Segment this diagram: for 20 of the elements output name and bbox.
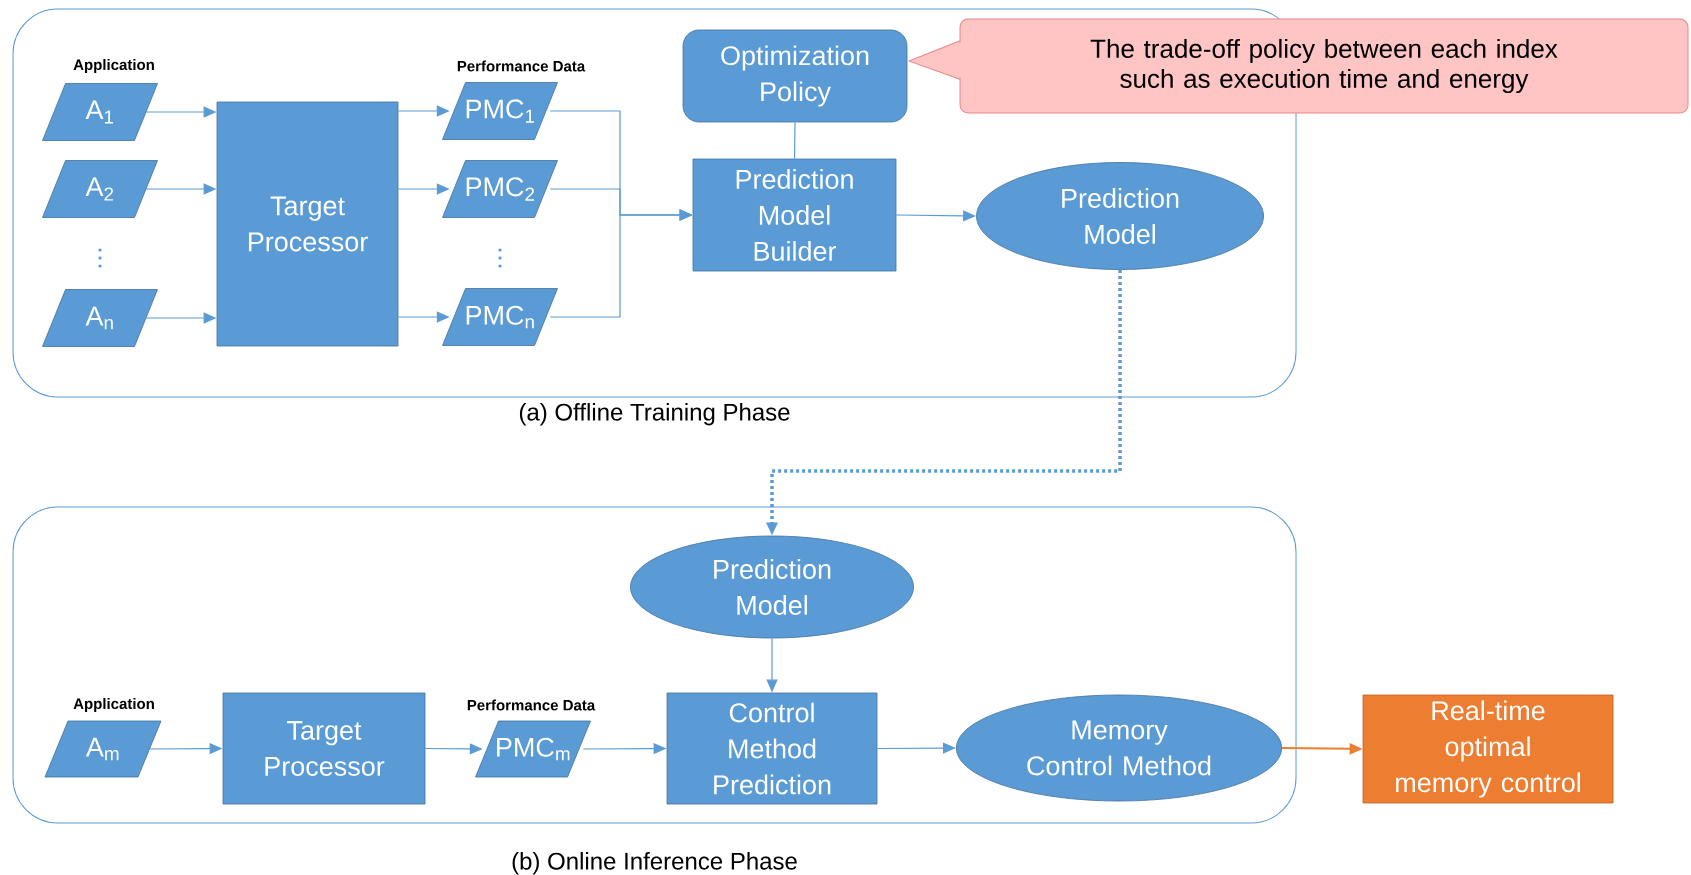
node-label: (a) Offline Training Phase [519,403,790,426]
process-box: Prediction Model Builder [692,158,897,272]
process-box: Control Method Prediction [666,692,878,805]
data-parallelogram: A$_{2}$ [42,160,158,218]
rounded-box: Optimization Policy [682,29,908,123]
data-parallelogram: A$_{1}$ [42,83,158,141]
data-parallelogram: PMC$_{2}$ [442,160,558,218]
callout-box: The trade-off policy between each index such as execution time and energy [908,18,1689,114]
data-parallelogram: A$_{n}$ [42,289,158,347]
node-label: (b) Online Inference Phase [512,852,797,875]
data-parallelogram: PMC$_{n}$ [442,288,558,346]
data-parallelogram: A$_{m}$ [44,720,162,778]
data-parallelogram: PMC$_{m}$ [475,720,591,778]
process-box: Target Processor [216,101,399,347]
arrow [876,742,956,754]
connector-line [793,121,796,160]
data-parallelogram: PMC$_{1}$ [442,82,558,140]
column-heading: Performance Data [467,699,596,711]
process-box: Target Processor [222,692,426,805]
output-box: Real-time optimal memory control [1362,694,1614,804]
